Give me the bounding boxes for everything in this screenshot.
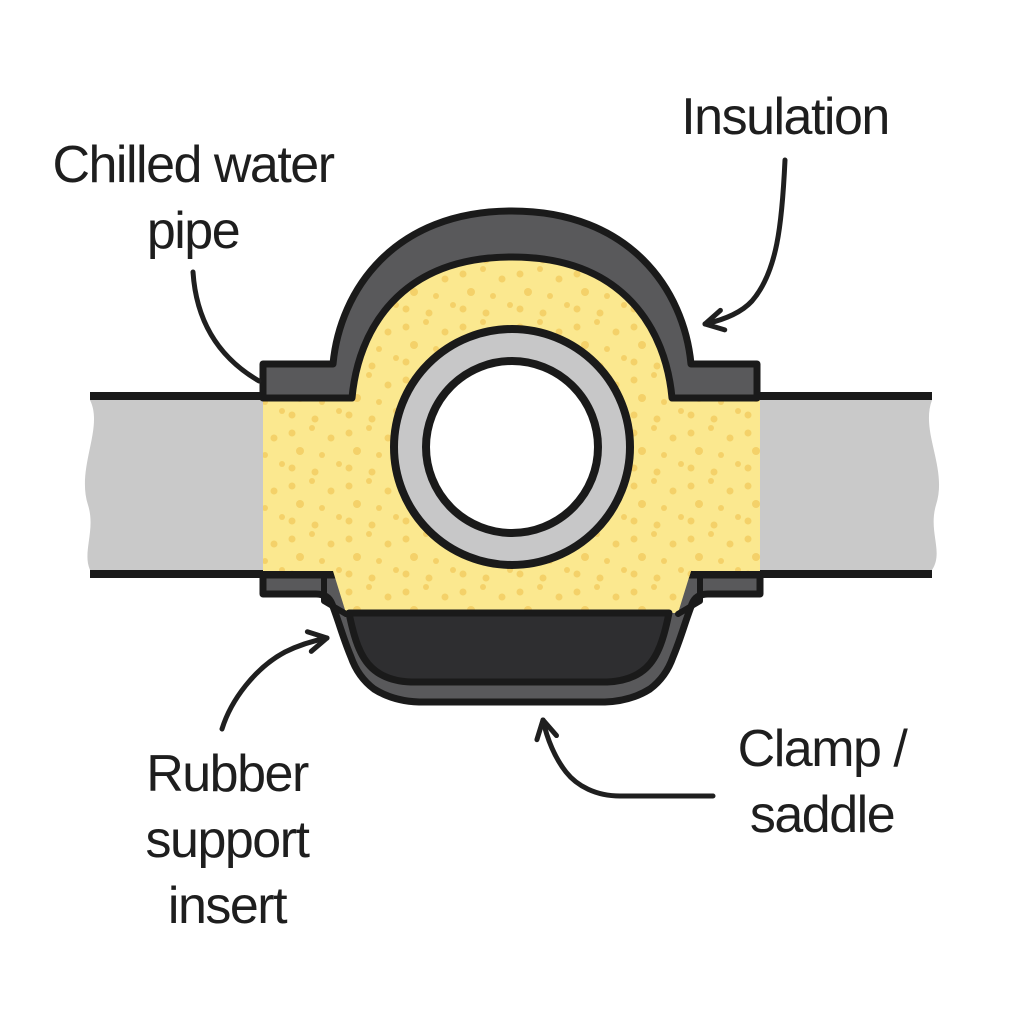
rubber-support-insert [345, 609, 673, 686]
clamp-dome [259, 207, 761, 402]
pipe-ring-bore [422, 357, 602, 537]
chilled-water-pipe-arrow [190, 269, 262, 384]
clamp-saddle-arrow [534, 717, 716, 799]
saddle-inner-wall-right [675, 574, 703, 617]
rubber-support-insert-arrow [219, 629, 330, 732]
label-rubber-support-insert: Rubber support insert [145, 745, 310, 935]
label-insulation: Insulation [681, 88, 890, 146]
saddle-inner-wall-left [321, 574, 349, 617]
label-clamp-saddle: Clamp / saddle [737, 720, 908, 844]
label-chilled-water-pipe: Chilled water pipe [52, 136, 335, 260]
insulation-arrow [702, 157, 788, 333]
